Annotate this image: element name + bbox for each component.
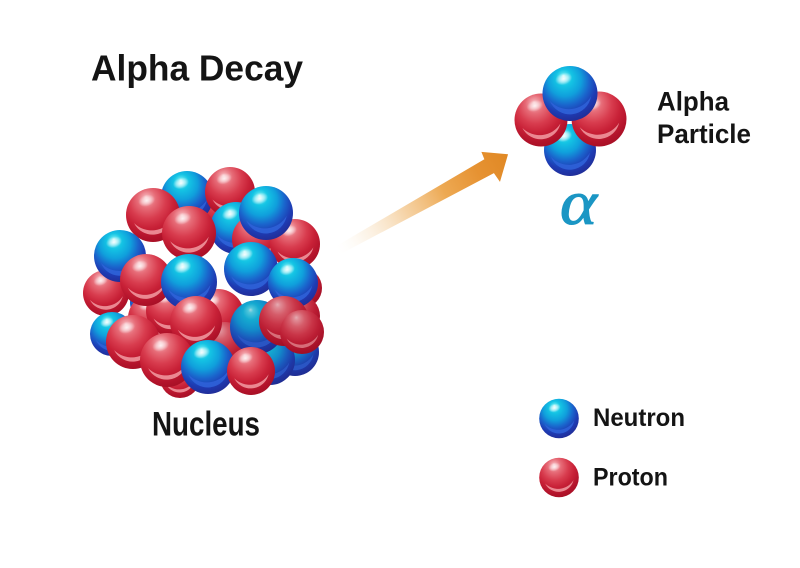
svg-text:Particle: Particle: [657, 119, 751, 149]
svg-text:Proton: Proton: [593, 463, 668, 491]
svg-text:Alpha: Alpha: [657, 87, 730, 117]
svg-text:Alpha Decay: Alpha Decay: [91, 48, 303, 89]
svg-text:Nucleus: Nucleus: [152, 406, 260, 444]
svg-text:α: α: [560, 167, 599, 238]
svg-text:Neutron: Neutron: [593, 404, 685, 432]
